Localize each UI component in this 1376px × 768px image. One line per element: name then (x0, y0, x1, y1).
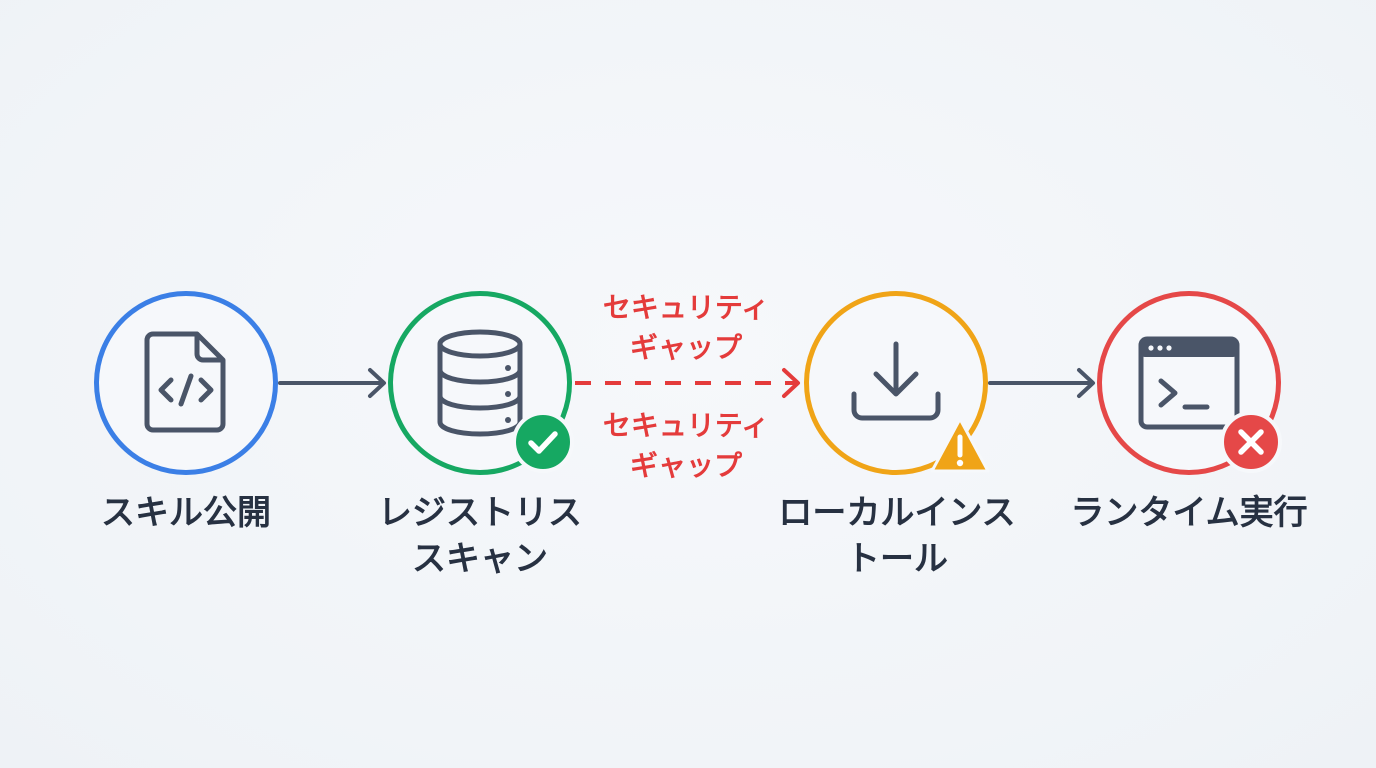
step-install-node (804, 291, 988, 475)
step-label-install: ローカルインス トール (778, 493, 1016, 579)
dashed-arrow-scan-to-install (575, 368, 800, 398)
error-x-icon (1220, 411, 1282, 473)
warning-icon (930, 417, 990, 473)
step-publish-node (94, 291, 278, 475)
code-file-icon (144, 331, 226, 433)
check-icon (512, 411, 574, 473)
download-icon (851, 341, 941, 421)
step-label-scan: レジストリス スキャン (378, 493, 582, 579)
step-label-runtime: ランタイム実行 (1070, 493, 1308, 533)
arrow-publish-to-scan (278, 368, 386, 398)
arrow-install-to-runtime (988, 368, 1095, 398)
security-gap-label-top: セキュリティ ギャップ (602, 291, 770, 364)
security-gap-label-bottom: セキュリティ ギャップ (602, 409, 770, 482)
step-label-publish: スキル公開 (101, 493, 271, 533)
terminal-window-icon (1138, 336, 1240, 430)
